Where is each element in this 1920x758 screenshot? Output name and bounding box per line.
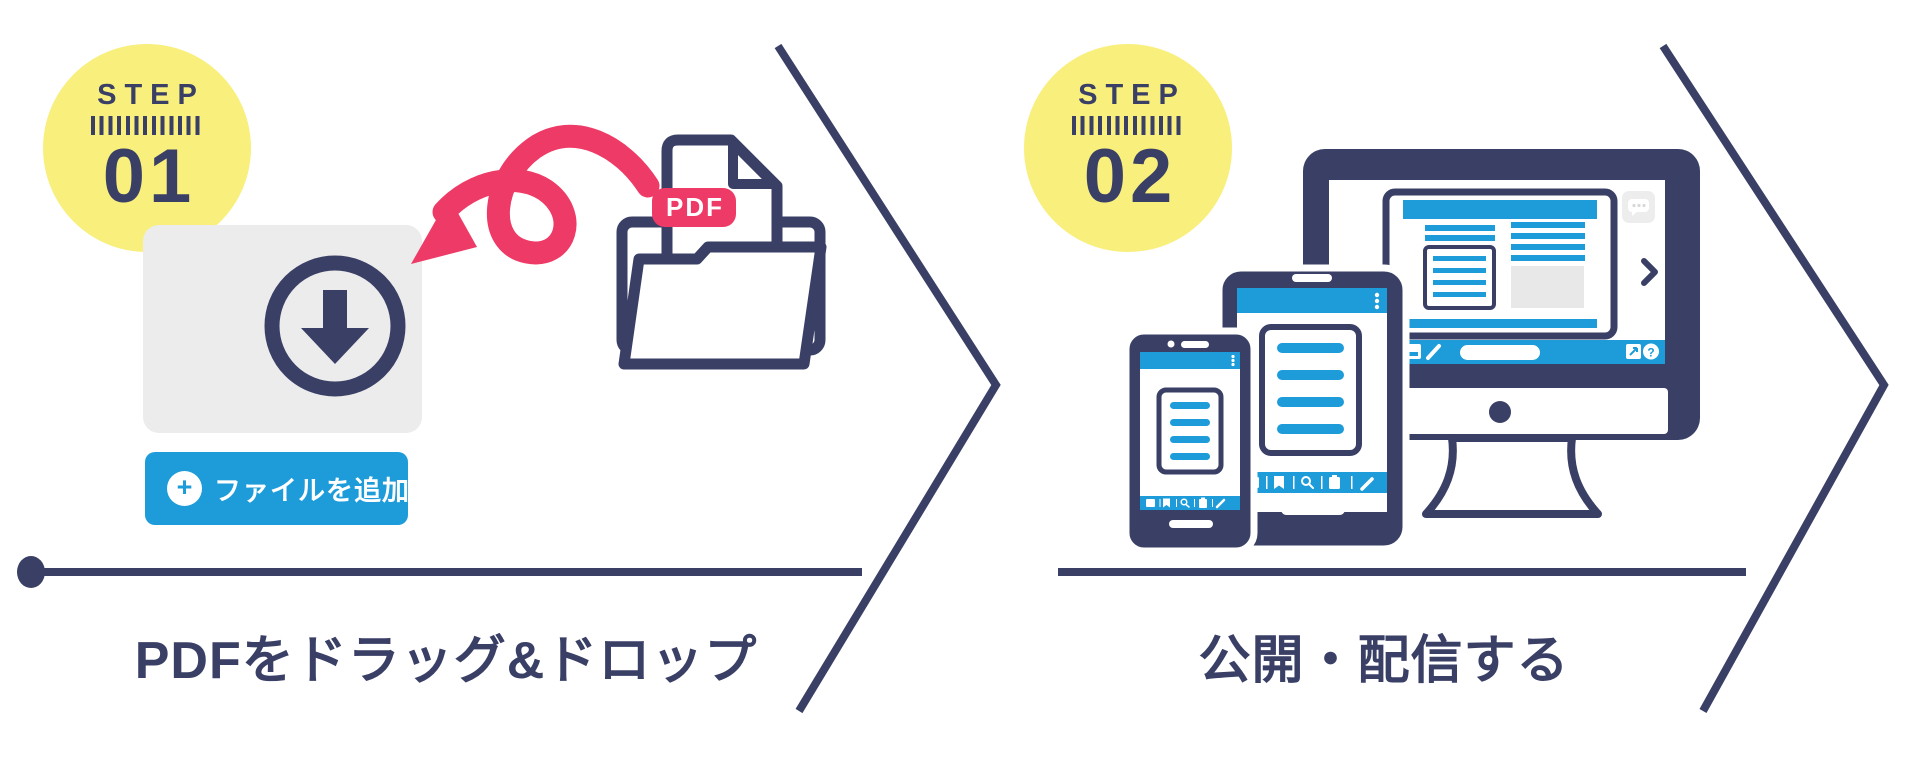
tablet-toolbar-icons [1246,475,1374,491]
search-icon [1180,498,1190,508]
step-divider-chevron-2 [1659,43,1889,713]
plus-icon: + [167,471,202,506]
step1-badge-ticks [90,116,204,135]
image-icon [1146,499,1155,507]
bookmark-icon [1274,476,1284,489]
pencil-icon [1426,344,1441,360]
menu-dots-icon [1374,292,1380,310]
chat-bubble-icon [1622,191,1655,223]
chart-box-icon [1626,344,1641,359]
devices-illustration: ? [1122,149,1700,555]
phone-toolbar-icons [1146,497,1226,509]
smartphone-icon [1122,327,1258,555]
drag-arrow-icon [411,124,660,265]
step2-caption: 公開・配信する [1198,632,1570,690]
pencil-icon [1360,477,1374,491]
step2-underline [1058,568,1746,576]
add-file-button-label: ファイルを追加 [214,476,410,506]
step1-badge-number: 01 [102,134,196,219]
folder-icon [616,134,827,370]
bookmark-icon [1163,498,1170,508]
step1-caption: PDFをドラッグ&ドロップ [134,632,758,690]
toolbar-pill [1460,345,1540,360]
drop-zone[interactable] [143,225,422,433]
add-file-button[interactable]: + ファイルを追加 [145,452,410,525]
next-chevron-icon [1641,258,1658,286]
pdf-badge: PDF [652,188,736,227]
image-icon [1246,477,1259,488]
step-divider-chevron-1 [774,43,1001,714]
desktop-monitor-icon: ? [1303,149,1700,518]
step2-badge-label: STEP [1078,79,1186,111]
clipboard-icon [1199,497,1207,508]
pencil-icon [1215,498,1226,509]
step1-badge-label: STEP [97,79,205,111]
search-icon [1301,476,1314,489]
window-icon [1405,344,1421,359]
step1-badge: STEP 01 [43,44,251,252]
step1-underline [17,556,862,588]
step2-badge: STEP 02 [1024,44,1232,252]
help-icon: ? [1643,343,1659,360]
tablet-icon [1215,264,1410,553]
menu-dots-icon [1231,354,1235,367]
step2-badge-ticks [1071,116,1185,135]
step2-badge-number: 02 [1083,134,1177,219]
clipboard-icon [1329,475,1340,489]
svg-text:?: ? [1647,346,1654,360]
